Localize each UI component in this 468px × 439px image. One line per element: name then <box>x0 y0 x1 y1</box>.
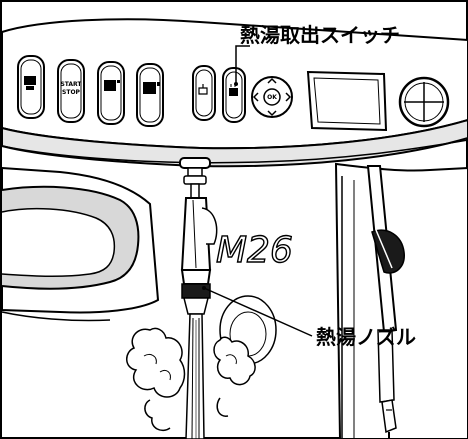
water-stream <box>185 313 205 439</box>
display-screen <box>306 70 388 132</box>
coffee-cup-icon <box>104 80 120 91</box>
rotary-knob[interactable] <box>398 76 450 128</box>
large-cup-icon <box>143 82 160 94</box>
machine-body-right <box>334 162 468 439</box>
callout-hot-water-nozzle: 熱湯ノズル <box>202 286 416 349</box>
ok-label: OK <box>267 94 277 101</box>
start-stop-button[interactable]: START STOP <box>57 59 85 123</box>
espresso-cup-icon <box>24 76 36 90</box>
navigation-dial[interactable]: OK <box>251 76 293 118</box>
steam-wand <box>366 165 405 439</box>
label-hot-water-nozzle: 熱湯ノズル <box>316 325 416 349</box>
large-coffee-button[interactable] <box>136 63 164 127</box>
start-stop-label-stop: STOP <box>62 89 81 96</box>
hot-water-switch[interactable] <box>222 67 246 123</box>
callout-hot-water-switch: 熱湯取出スイッチ <box>234 23 400 86</box>
button-group-left: START STOP <box>17 55 164 127</box>
button-group-right <box>192 65 246 123</box>
machine-body-left <box>1 166 160 322</box>
start-stop-label-start: START <box>60 81 82 88</box>
leader-line-nozzle <box>203 287 313 337</box>
model-badge: M26 <box>216 230 293 271</box>
coffee-button[interactable] <box>97 61 125 125</box>
leader-line-switch <box>235 45 250 84</box>
steam-clouds <box>126 327 256 432</box>
label-hot-water-switch: 熱湯取出スイッチ <box>240 23 400 47</box>
hot-water-nozzle <box>179 157 218 315</box>
steam-icon <box>198 84 208 95</box>
arrow-icons <box>252 77 292 117</box>
espresso-button[interactable] <box>17 55 45 119</box>
steam-button[interactable] <box>192 65 216 121</box>
